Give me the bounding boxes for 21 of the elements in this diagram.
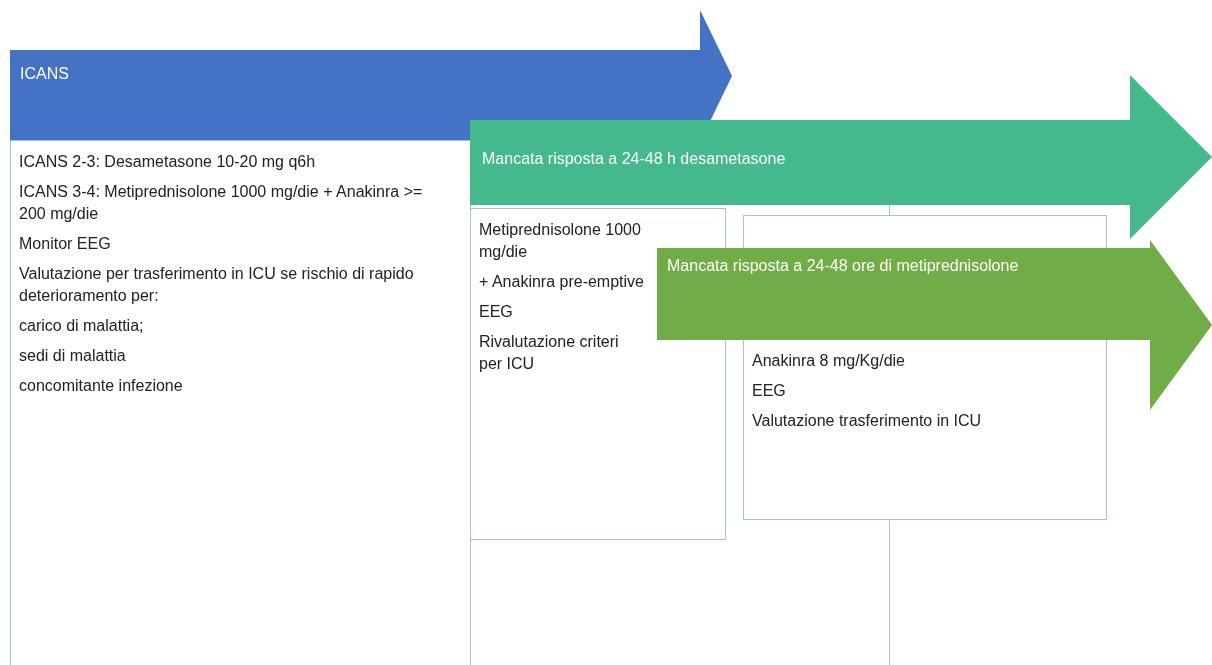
text-line: sedi di malattia — [19, 346, 127, 366]
arrow-banner — [470, 75, 1212, 239]
text-line: Anakinra 8 mg/Kg/die — [752, 351, 906, 371]
text-line: Monitor EEG — [19, 234, 112, 254]
arrow-label: Mancata risposta a 24-48 ore di metiprednisolone — [667, 256, 1020, 276]
arrow-label: ICANS — [20, 64, 70, 84]
text-line: EEG — [479, 302, 514, 322]
text-line: EEG — [752, 381, 787, 401]
text-line: Valutazione per trasferimento in ICU se rischio di rapido deterioramento per: — [19, 264, 415, 306]
text-box — [10, 140, 471, 665]
arrow-banner — [10, 10, 732, 142]
text-line: Metiprednisolone 1000 mg/die — [479, 220, 642, 262]
text-line: concomitante infezione — [19, 376, 184, 396]
arrow-label: Mancata risposta a 24-48 h desametasone — [482, 149, 787, 169]
text-line: Valutazione trasferimento in ICU — [752, 411, 983, 431]
text-line: ICANS 3-4: Metiprednisolone 1000 mg/die + Anakinra >= 200 mg/die — [19, 182, 424, 224]
text-line: + Anakinra pre-emptive — [479, 272, 644, 292]
text-line: carico di malattia; — [19, 316, 145, 336]
arrow-banner — [657, 240, 1212, 410]
text-line: ICANS 2-3: Desametasone 10-20 mg q6h — [19, 152, 317, 172]
text-line: Rivalutazione criteri per ICU — [479, 332, 620, 374]
